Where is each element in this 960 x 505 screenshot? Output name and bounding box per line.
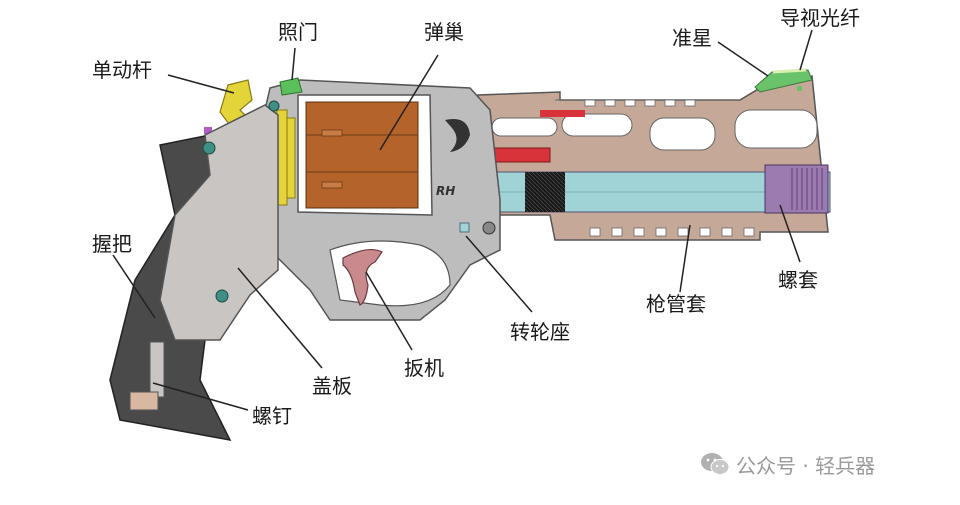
latch-red [540,110,585,117]
label-trigger: 扳机 [404,356,444,380]
internal-yellow [276,109,296,206]
lever-pin-purple [204,127,212,134]
wechat-icon [701,453,730,475]
label-thread-sleeve: 螺套 [778,268,818,292]
side-plate [159,104,279,341]
screw-heads [202,100,280,303]
label-front-sight: 准星 [672,26,712,50]
frame-marking: RH [436,184,455,198]
watermark: 公众号 · 轻兵器 [700,450,875,478]
thread-sleeve [764,164,829,214]
label-side-plate: 盖板 [312,374,352,398]
label-screw: 螺钉 [252,404,292,428]
label-fiber-optic: 导视光纤 [780,6,860,30]
grip-screw-head [129,391,159,411]
leader-lines [112,29,813,411]
label-barrel-shroud: 枪管套 [646,292,706,316]
label-single-action-lever: 单动杆 [92,58,152,82]
trigger [342,248,383,306]
label-cylinder: 弹巢 [424,20,464,44]
front-sight [754,68,813,93]
rear-sight [279,77,303,96]
watermark-text: 公众号 · 轻兵器 [736,453,876,478]
label-frame: 转轮座 [510,320,570,344]
cylinder [297,94,433,216]
grip-screw-rod [149,341,165,398]
label-rear-sight: 照门 [278,20,318,44]
label-grip: 握把 [92,232,132,256]
